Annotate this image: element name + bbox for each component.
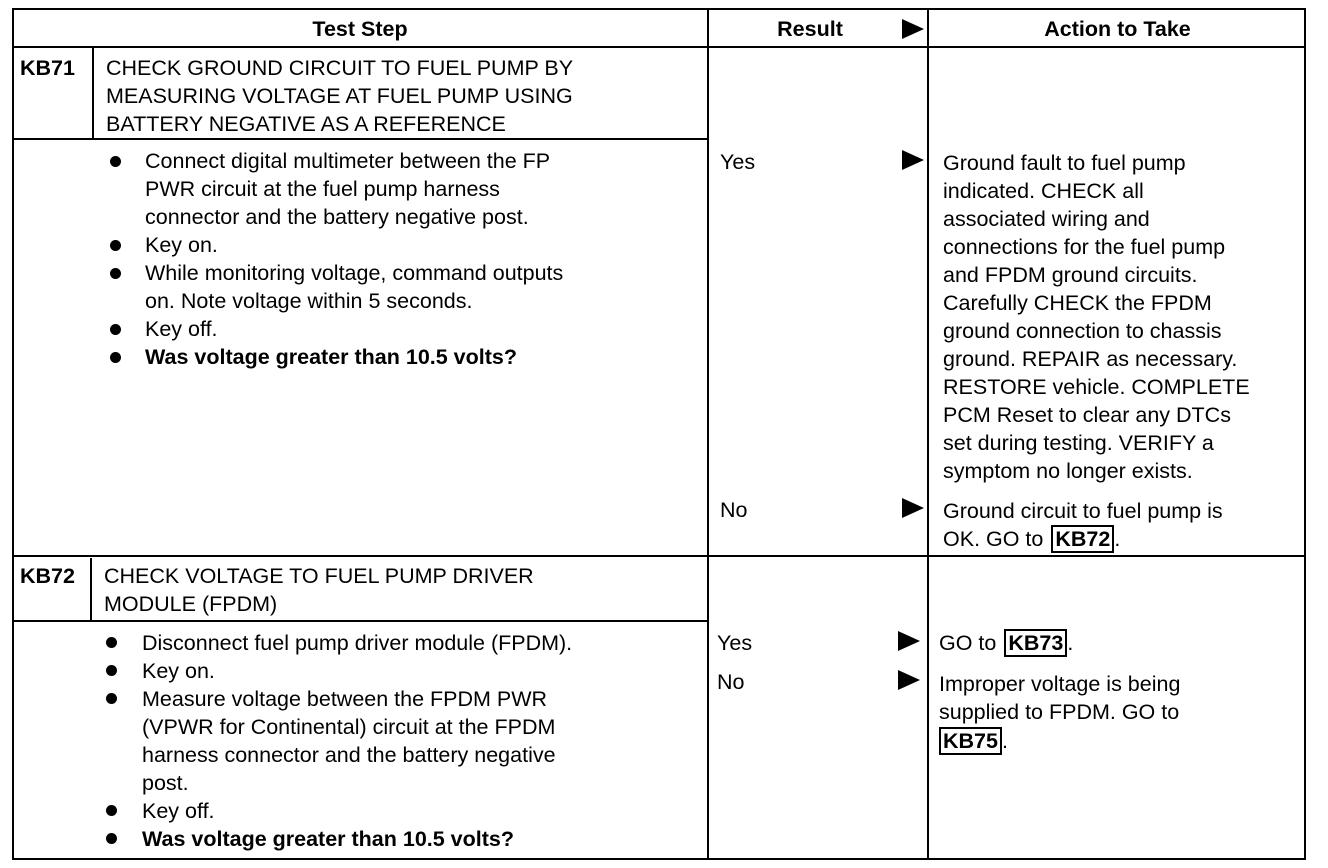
arrow-icon (902, 498, 924, 518)
step-question: Was voltage greater than 10.5 volts? (142, 827, 514, 851)
result-yes: Yes (720, 150, 756, 174)
bullet-icon (110, 240, 121, 251)
result-no: No (720, 498, 748, 522)
action-line: ground connection to chassis (943, 319, 1222, 343)
arrow-icon (898, 670, 920, 690)
step-instruction: PWR circuit at the fuel pump harness (145, 177, 500, 201)
goto-kb72-link[interactable]: KB72 (1051, 525, 1115, 553)
step-instruction: harness connector and the battery negati… (142, 743, 556, 767)
step-instruction: Key off. (142, 799, 215, 823)
step-code: KB71 (20, 56, 75, 80)
step-question: Was voltage greater than 10.5 volts? (145, 345, 517, 369)
goto-kb73-link[interactable]: KB73 (1004, 629, 1068, 657)
step-title: MODULE (FPDM) (104, 592, 278, 616)
action-line: set during testing. VERIFY a (943, 431, 1214, 455)
bullet-icon (106, 637, 117, 648)
step-instruction: (VPWR for Continental) circuit at the FP… (142, 715, 556, 739)
step-title: CHECK GROUND CIRCUIT TO FUEL PUMP BY (106, 56, 574, 80)
step-instruction: Key on. (142, 659, 215, 683)
header-test-step: Test Step (312, 17, 408, 41)
action-line: RESTORE vehicle. COMPLETE (943, 375, 1250, 399)
goto-kb75-link[interactable]: KB75 (939, 727, 1002, 755)
arrow-icon (902, 150, 924, 170)
action-line: indicated. CHECK all (943, 179, 1144, 203)
action-line: symptom no longer exists. (943, 459, 1193, 483)
action-line: PCM Reset to clear any DTCs (943, 403, 1231, 427)
action-line: Ground fault to fuel pump (943, 151, 1186, 175)
code-divider (90, 558, 92, 622)
bullet-icon (106, 693, 117, 704)
action-line: supplied to FPDM. GO to (939, 700, 1180, 724)
row-divider (12, 555, 1306, 557)
step-instruction: Disconnect fuel pump driver module (FPDM… (142, 631, 573, 655)
bullet-icon (110, 324, 121, 335)
result-no: No (717, 670, 745, 694)
title-divider (12, 620, 708, 622)
step-instruction: While monitoring voltage, command output… (145, 261, 564, 285)
step-instruction: Measure voltage between the FPDM PWR (142, 687, 548, 711)
result-yes: Yes (717, 631, 753, 655)
arrow-icon (898, 631, 920, 651)
bullet-icon (110, 268, 121, 279)
step-instruction: post. (142, 771, 189, 795)
action-line: and FPDM ground circuits. (943, 263, 1198, 287)
bullet-icon (106, 805, 117, 816)
title-divider (12, 138, 708, 140)
action-line: Improper voltage is being (939, 672, 1181, 696)
step-instruction: connector and the battery negative post. (145, 205, 529, 229)
step-title: CHECK VOLTAGE TO FUEL PUMP DRIVER (104, 564, 534, 588)
step-instruction: Connect digital multimeter between the F… (145, 149, 551, 173)
step-code: KB72 (20, 564, 75, 588)
step-instruction: Key on. (145, 233, 218, 257)
action-line: KB75. (939, 727, 1008, 755)
code-divider (92, 48, 94, 140)
header-action: Action to Take (1044, 17, 1191, 41)
action-line: connections for the fuel pump (943, 235, 1226, 259)
header-divider (12, 46, 1306, 48)
test-step-table (12, 8, 1306, 860)
action-line: OK. GO to KB72. (943, 525, 1121, 553)
step-title: MEASURING VOLTAGE AT FUEL PUMP USING (106, 84, 573, 108)
action-line: Carefully CHECK the FPDM (943, 291, 1212, 315)
bullet-icon (106, 833, 117, 844)
step-title: BATTERY NEGATIVE AS A REFERENCE (106, 112, 506, 136)
action-line: Ground circuit to fuel pump is (943, 499, 1223, 523)
bullet-icon (110, 156, 121, 167)
column-divider (707, 8, 709, 860)
step-instruction: on. Note voltage within 5 seconds. (145, 289, 473, 313)
bullet-icon (110, 352, 121, 363)
action-line: associated wiring and (943, 207, 1150, 231)
action-line: GO to KB73. (939, 629, 1074, 657)
arrow-icon (902, 19, 924, 39)
step-instruction: Key off. (145, 317, 218, 341)
action-line: ground. REPAIR as necessary. (943, 347, 1238, 371)
header-result: Result (777, 17, 843, 41)
bullet-icon (106, 665, 117, 676)
column-divider (927, 8, 929, 860)
